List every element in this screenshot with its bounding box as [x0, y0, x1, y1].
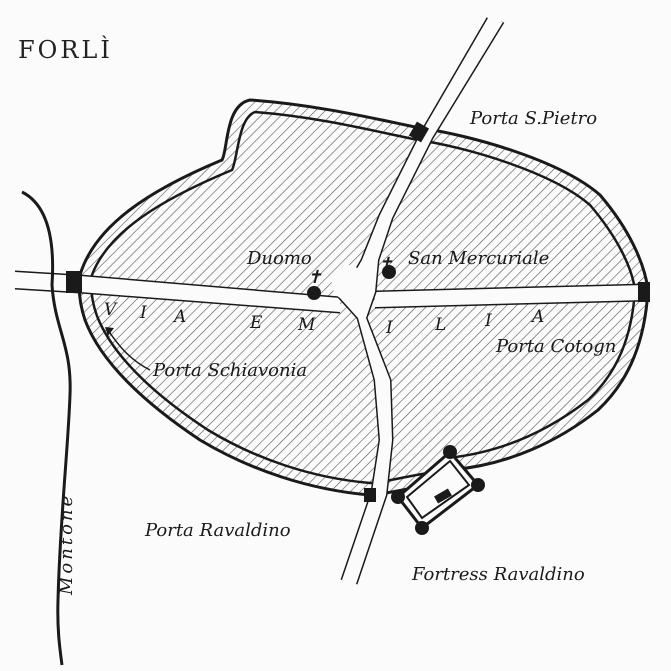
road-letter: E [249, 313, 263, 333]
fortress-keep [434, 488, 452, 504]
schiavonia-arrow-icon [105, 327, 114, 336]
porta-ravaldino-gate [364, 488, 376, 502]
porta-cotogni-gate [638, 282, 650, 302]
via-emilia-road [14, 270, 646, 314]
label-fortress-ravaldino: Fortress Ravaldino [411, 564, 585, 585]
north-south-road [331, 17, 505, 585]
fortress-tower-2 [443, 445, 457, 459]
label-duomo: Duomo [246, 248, 312, 269]
road-letter: I [385, 318, 393, 338]
road-letter: I [484, 311, 492, 331]
schiavonia-leader-line [107, 329, 151, 371]
label-san-mercuriale: San Mercuriale [408, 248, 549, 269]
fortress-tower-4 [415, 521, 429, 535]
duomo-cross-icon: ✝ [307, 267, 322, 288]
road-letter: L [434, 315, 446, 335]
label-river-montone: Montone [56, 493, 77, 596]
san-mercuriale-marker [382, 265, 396, 279]
map-title: FORLÌ [18, 35, 113, 64]
label-porta-ravaldino: Porta Ravaldino [144, 520, 291, 541]
city-wall-inner [89, 110, 637, 485]
road-letter: I [139, 303, 147, 323]
via-emilia-label: V I A E M I L I A [104, 300, 544, 338]
san-mercuriale-cross-icon: ✝ [378, 254, 393, 275]
road-letter: V [104, 300, 118, 320]
label-porta-cotogni: Porta Cotogn [495, 336, 616, 357]
road-letter: A [172, 307, 186, 327]
river-montone [21, 190, 72, 666]
road-letter: A [530, 307, 544, 327]
duomo-marker [307, 286, 321, 300]
porta-s-pietro-gate [408, 121, 430, 143]
fortress-tower-1 [391, 490, 405, 504]
fortress-tower-3 [471, 478, 485, 492]
label-porta-s-pietro: Porta S.Pietro [469, 108, 597, 129]
road-letter: M [297, 315, 316, 335]
porta-schiavonia-gate [66, 271, 82, 293]
label-porta-schiavonia: Porta Schiavonia [152, 360, 307, 381]
